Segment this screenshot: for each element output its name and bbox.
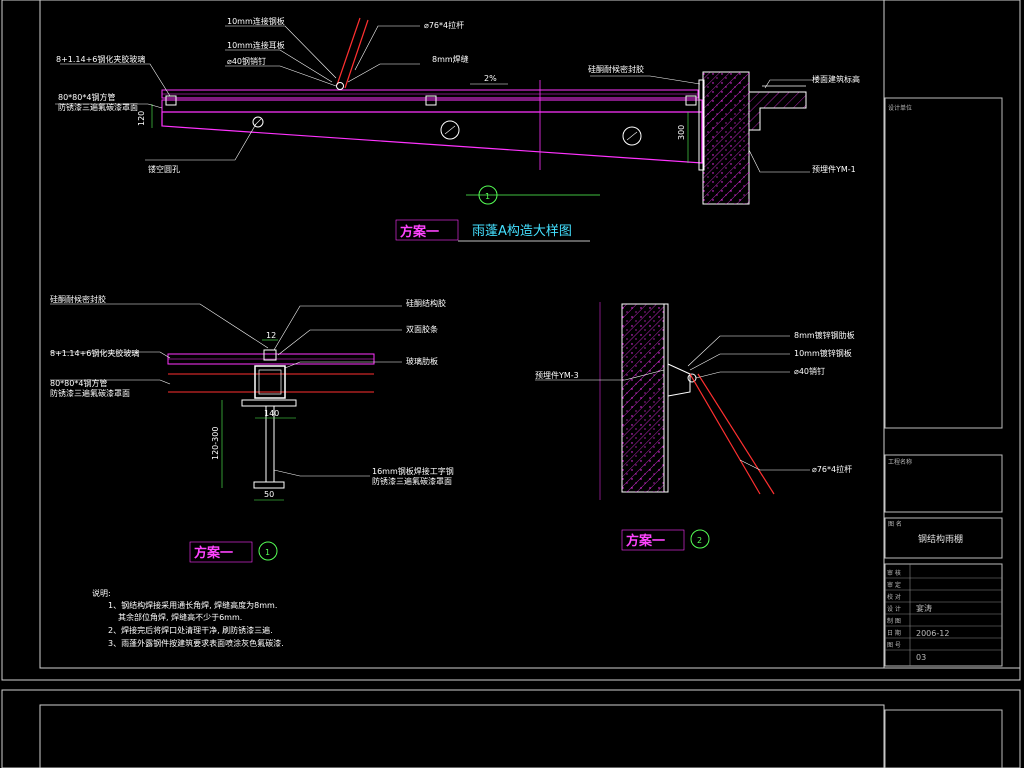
tb-row-label: 设 计 [887, 605, 901, 613]
d1-label-glass: 8+1.14+6钢化夹胶玻璃 [50, 348, 139, 358]
dim-120: 120 [137, 111, 146, 126]
d1-label-ibeam-1: 16mm钢板焊接工字钢 [372, 466, 454, 476]
detail-2-callout: 2 [697, 536, 702, 545]
detail-1: 120-300 140 50 12 硅酮耐候密封胶 8+1.14+6钢化夹胶玻璃… [50, 294, 454, 563]
label-hole: 镂空圆孔 [148, 164, 180, 174]
tb-row-label: 制 图 [887, 617, 901, 625]
dim-12: 12 [266, 331, 276, 340]
notes-heading: 说明: [92, 588, 111, 598]
dim-50: 50 [264, 490, 274, 499]
dim-120-300: 120-300 [211, 427, 220, 460]
title-block: 设计单位 工程名称 图 名 钢结构雨棚 审 核审 定校 对设 计制 图日 期图 … [883, 0, 1021, 768]
detail-a-title-prefix: 方案一 [400, 224, 439, 240]
tb-row-label: 审 核 [887, 569, 901, 577]
tb-date: 2006-12 [916, 629, 949, 638]
label-plate-10: 10mm连接钢板 [227, 16, 285, 26]
d2-label-plate-8: 8mm镀锌钢肋板 [794, 330, 855, 340]
d1-label-structural: 硅酮结构胶 [406, 298, 446, 308]
tb-project-name: 工程名称 [888, 458, 912, 466]
note-line-2: 其余部位角焊, 焊缝高不少于6mm. [118, 612, 242, 622]
label-ear-plate: 10mm连接耳板 [227, 40, 285, 50]
label-tube-1: 80*80*4钢方管 [58, 92, 115, 102]
dim-140: 140 [264, 409, 279, 418]
tb-row-label: 日 期 [887, 629, 901, 637]
label-pin-40: ⌀40钢销钉 [227, 56, 266, 66]
tb-row-label: 图 号 [887, 642, 901, 649]
tb-design-unit: 设计单位 [888, 104, 912, 112]
d1-label-tube-2: 防锈漆三遍氟碳漆罩面 [50, 388, 130, 398]
d2-label-rod: ⌀76*4拉杆 [812, 464, 852, 474]
slope-label: 2% [484, 74, 497, 83]
notes: 说明: 1、钢结构焊接采用通长角焊, 焊缝高度为8mm. 其余部位角焊, 焊缝高… [92, 588, 284, 648]
tb-row-label: 审 定 [887, 581, 901, 589]
d1-label-ibeam-2: 防锈漆三遍氟碳漆罩面 [372, 476, 452, 486]
d2-label-pin: ⌀40销钉 [794, 366, 825, 376]
note-line-3: 2、焊接完后将焊口处清理干净, 刷防锈漆三遍. [108, 625, 273, 635]
d1-label-tape: 双面胶条 [406, 324, 438, 334]
detail-a: 2% 120 300 1 10mm连接钢板 [55, 16, 860, 242]
tb-drawing-name-label: 图 名 [888, 520, 902, 528]
d1-label-sealant: 硅酮耐候密封胶 [50, 294, 106, 304]
d2-label-plate-10: 10mm镀锌钢板 [794, 348, 852, 358]
tb-drawing-name: 钢结构雨棚 [918, 533, 963, 545]
tb-designer: 宴涛 [916, 603, 932, 613]
detail-1-title-prefix: 方案一 [194, 545, 233, 561]
label-rod-76: ⌀76*4拉杆 [424, 20, 464, 30]
detail-2: 预埋件YM-3 8mm镀锌钢肋板 10mm镀锌钢板 ⌀40销钉 ⌀76*4拉杆 … [535, 302, 855, 551]
detail-1-callout: 1 [265, 548, 270, 557]
tb-row-label: 校 对 [887, 593, 901, 601]
d1-label-tube-1: 80*80*4钢方管 [50, 378, 107, 388]
detail-a-title: 雨蓬A构造大样图 [472, 224, 572, 239]
note-line-4: 3、雨蓬外露钢件按建筑要求表面喷涂灰色氟碳漆. [108, 638, 284, 648]
label-sealant: 硅酮耐候密封胶 [588, 64, 644, 74]
dim-300: 300 [677, 125, 686, 140]
label-glass: 8+1.14+6钢化夹胶玻璃 [56, 54, 145, 64]
label-tube-2: 防锈漆三遍氟碳漆罩面 [58, 102, 138, 112]
d1-label-fin: 玻璃肋板 [406, 356, 438, 366]
d2-label-embed: 预埋件YM-3 [535, 370, 579, 380]
detail-2-title-prefix: 方案一 [626, 533, 665, 549]
note-line-1: 1、钢结构焊接采用通长角焊, 焊缝高度为8mm. [108, 600, 277, 610]
label-weld-8: 8mm焊缝 [432, 54, 469, 64]
tb-sheet-no: 03 [916, 653, 926, 662]
callout-a-number: 1 [485, 192, 490, 201]
label-building-mark: 楼面建筑标高 [812, 74, 860, 84]
label-embed-ym1: 预埋件YM-1 [812, 164, 856, 174]
